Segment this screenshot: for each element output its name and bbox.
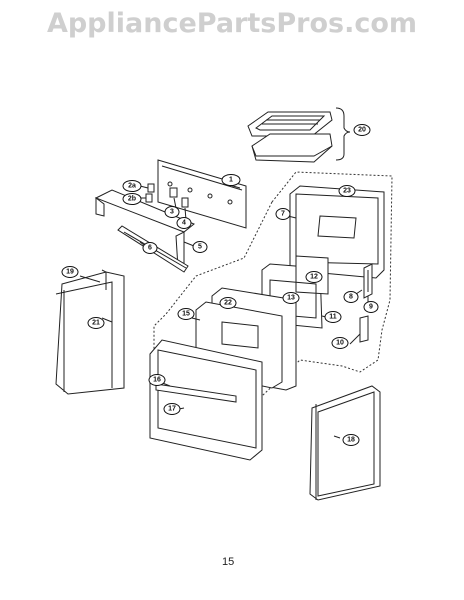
callout-4: 4 [176,217,192,229]
callout-label: 5 [198,244,202,251]
callout-16: 16 [148,374,166,386]
callout-17: 17 [163,403,181,415]
callout-label: 17 [168,406,176,413]
callout-12: 12 [305,271,323,283]
broiler-pan-drawing [247,107,351,163]
callout-label: 20 [358,127,366,134]
callout-label: 10 [336,340,344,347]
watermark-text: AppliancePartsPros.com [46,8,418,39]
callout-15: 15 [177,308,195,320]
callout-label: 7 [281,211,285,218]
callout-8: 8 [343,291,359,303]
callout-6: 6 [142,242,158,254]
callout-label: 23 [343,188,351,195]
callout-7: 7 [275,208,291,220]
callout-label: 18 [347,437,355,444]
page-number: 15 [222,556,235,568]
callout-23: 23 [338,185,356,197]
callout-label: 4 [182,220,186,227]
callout-label: 16 [153,377,161,384]
callout-label: 9 [369,304,373,311]
control-panel-drawing [157,159,247,229]
callout-18: 18 [342,434,360,446]
callout-11: 11 [324,311,342,323]
callout-label: 1 [229,177,233,184]
callout-2a: 2a [122,180,142,192]
callout-19: 19 [61,266,79,278]
callout-label: 3 [170,209,174,216]
leader-lines [79,183,369,439]
left-side-panel-drawing [55,269,125,395]
callout-9: 9 [363,301,379,313]
callout-label: 2a [128,183,136,190]
callout-20: 20 [353,124,371,136]
callout-label: 8 [349,294,353,301]
callout-label: 13 [287,295,295,302]
callout-10: 10 [331,337,349,349]
callout-label: 22 [224,300,232,307]
callout-22: 22 [219,297,237,309]
callout-label: 2b [128,196,136,203]
callout-label: 12 [310,274,318,281]
callout-1: 1 [221,174,241,186]
outer-door-drawing [149,339,263,461]
callout-13: 13 [282,292,300,304]
callout-label: 21 [92,320,100,327]
hinge-parts-drawing [359,263,373,343]
callout-3: 3 [164,206,180,218]
callout-2b: 2b [122,193,142,205]
callout-label: 6 [148,245,152,252]
callout-label: 15 [182,311,190,318]
callout-5: 5 [192,241,208,253]
callout-label: 11 [329,314,337,321]
callout-label: 19 [66,269,74,276]
inner-door-panel-drawing [289,185,385,279]
callout-21: 21 [87,317,105,329]
